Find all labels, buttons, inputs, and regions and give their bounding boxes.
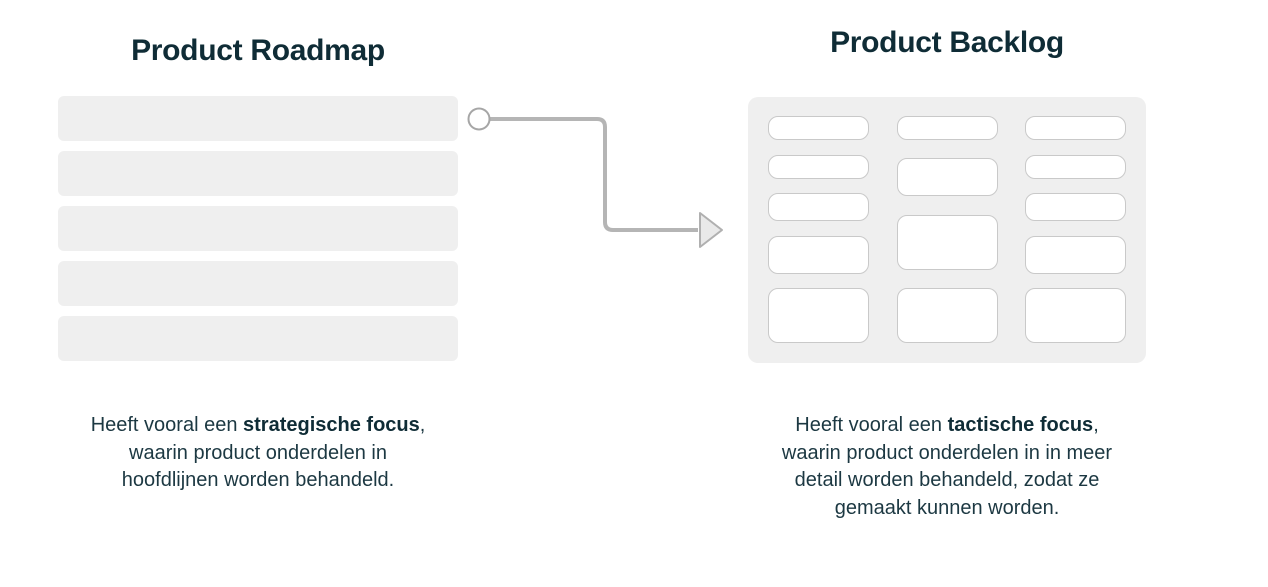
roadmap-description-line: hoofdlijnen worden behandeld. <box>121 469 395 491</box>
roadmap-description-line: Heeft vooral een strategische focus, <box>91 414 426 436</box>
backlog-column <box>1025 116 1126 343</box>
backlog-card <box>896 116 998 140</box>
backlog-card <box>1025 235 1126 274</box>
roadmap-bar <box>58 151 458 196</box>
backlog-card <box>768 193 869 221</box>
backlog-card <box>1025 154 1126 179</box>
connector-arrowhead <box>699 212 723 248</box>
backlog-card <box>768 288 869 343</box>
backlog-description-line: gemaakt kunnen worden. <box>834 496 1060 519</box>
backlog-card <box>1025 193 1126 221</box>
backlog-description-line: detail worden behandeld, zodat ze <box>794 469 1100 491</box>
backlog-card <box>1025 288 1126 343</box>
roadmap-bar <box>58 261 458 306</box>
connector-start-circle <box>467 107 491 131</box>
roadmap-description: Heeft vooral een strategische focus, waa… <box>48 412 468 495</box>
backlog-card <box>768 235 869 274</box>
roadmap-list <box>58 96 458 361</box>
backlog-card <box>768 154 869 179</box>
roadmap-bar <box>58 316 458 361</box>
backlog-description: Heeft vooral een tactische focus, waarin… <box>736 412 1158 522</box>
backlog-column <box>896 116 998 343</box>
roadmap-desc-bold: strategische focus <box>243 414 420 436</box>
backlog-card <box>896 287 998 343</box>
backlog-desc-suffix: , <box>1093 414 1099 436</box>
backlog-desc-prefix: Heeft vooral een <box>795 414 948 436</box>
roadmap-bar <box>58 96 458 141</box>
backlog-column <box>768 116 869 343</box>
backlog-card <box>896 214 998 270</box>
backlog-description-line: Heeft vooral een tactische focus, <box>795 414 1099 436</box>
roadmap-desc-prefix: Heeft vooral een <box>90 414 244 436</box>
backlog-description-line: waarin product onderdelen in in meer <box>781 441 1113 464</box>
backlog-desc-bold: tactische focus <box>947 414 1094 436</box>
roadmap-description-line: waarin product onderdelen in <box>129 441 387 464</box>
backlog-card <box>896 158 998 197</box>
backlog-board <box>748 97 1146 363</box>
connector-line <box>490 117 698 232</box>
roadmap-title: Product Roadmap <box>131 34 385 67</box>
roadmap-bar <box>58 206 458 251</box>
roadmap-desc-suffix: , <box>419 414 426 436</box>
backlog-card <box>1025 116 1126 140</box>
backlog-title: Product Backlog <box>830 26 1064 59</box>
backlog-card <box>768 116 869 140</box>
